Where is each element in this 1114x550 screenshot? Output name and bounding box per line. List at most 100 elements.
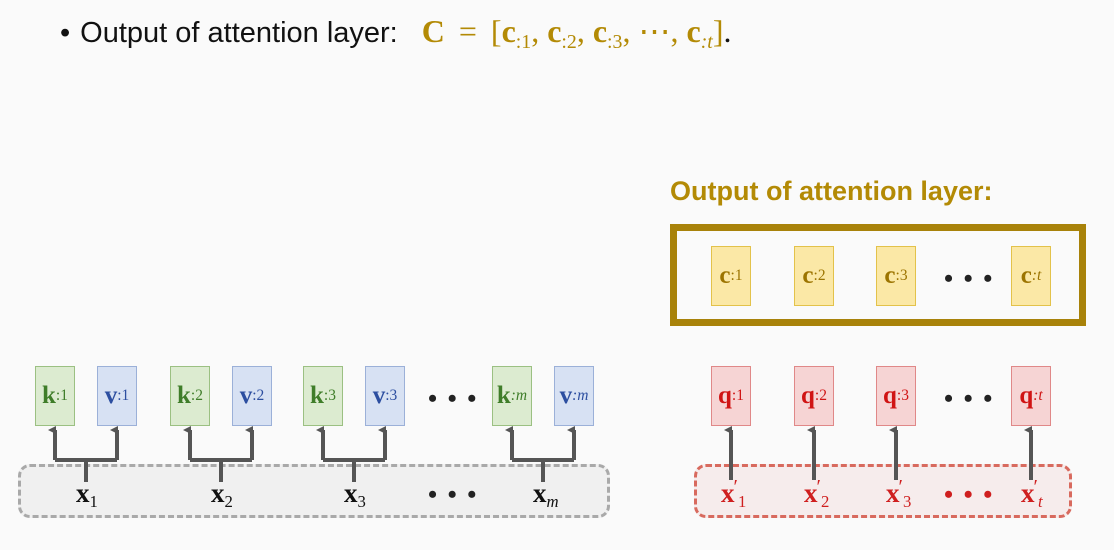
equation-open-bracket: [ (490, 13, 502, 49)
bullet-dot: • (60, 17, 71, 49)
q-symbol: q (718, 382, 732, 409)
eq-c3-sub: :3 (607, 30, 623, 53)
equation-equals: = (458, 13, 477, 49)
k-subscript: :m (510, 387, 528, 404)
k-subscript: :3 (323, 387, 336, 404)
x-symbol: x (76, 478, 90, 508)
k-symbol: k (310, 382, 324, 409)
fork-arrow-x1 (55, 458, 117, 482)
equation-close-bracket: ] (712, 13, 724, 49)
output-equation: C = [c:1, c:2, c:3, ⋯, c:t]. (421, 13, 732, 53)
x-prime-subscript: 2 (820, 492, 830, 512)
c-box-2: c:2 (794, 246, 834, 306)
q-subscript: :2 (814, 387, 827, 404)
c-symbol: c (802, 262, 814, 289)
q-box-t: q:t (1011, 366, 1051, 426)
x-symbol: x (344, 478, 358, 508)
c-box-3: c:3 (876, 246, 916, 306)
k-box-3: k:3 (303, 366, 343, 426)
c-box-1: c:1 (711, 246, 751, 306)
k-box-1: k:1 (35, 366, 75, 426)
k-subscript: :2 (190, 387, 203, 404)
q-symbol: q (801, 382, 815, 409)
kv-ellipsis: • • • (428, 384, 479, 413)
x-prime-subscript: t (1037, 492, 1043, 512)
x-prime-label-t: x′t (1021, 476, 1043, 512)
v-subscript: :2 (252, 387, 265, 404)
v-subscript: :m (572, 387, 589, 404)
fork-arrow-x2 (190, 458, 252, 482)
x-symbol: x (211, 478, 225, 508)
x-subscript: 3 (357, 492, 366, 512)
eq-c3: c (592, 13, 608, 49)
v-box-1: v:1 (97, 366, 137, 426)
c-subscript: :2 (813, 267, 826, 284)
x-prime-symbol: x (721, 478, 735, 509)
q-box-2: q:2 (794, 366, 834, 426)
k-symbol: k (42, 382, 56, 409)
q-box-1: q:1 (711, 366, 751, 426)
x-prime-subscript: 1 (737, 492, 747, 512)
c-symbol: c (884, 262, 896, 289)
v-box-3: v:3 (365, 366, 405, 426)
equation-lhs: C (421, 13, 445, 49)
prime-mark: ′ (1033, 476, 1038, 498)
v-symbol: v (372, 382, 386, 409)
v-symbol: v (104, 382, 118, 409)
q-ellipsis: • • • (944, 384, 995, 413)
c-subscript: :t (1031, 267, 1042, 284)
c-subscript: :3 (895, 267, 908, 284)
x-label-2: x2 (211, 478, 233, 512)
x-subscript: 1 (89, 492, 98, 512)
k-box-2: k:2 (170, 366, 210, 426)
equation-period: . (723, 13, 732, 49)
v-symbol: v (239, 382, 253, 409)
x-label-1: x1 (76, 478, 98, 512)
output-heading: Output of attention layer: (670, 176, 993, 206)
eq-c2-sub: :2 (561, 30, 577, 53)
v-symbol: v (559, 382, 573, 409)
q-subscript: :3 (896, 387, 909, 404)
x-label-m: xm (533, 478, 559, 512)
prime-mark: ′ (898, 476, 903, 498)
eq-c1-sub: :1 (515, 30, 532, 53)
x-prime-ellipsis: • • • (944, 480, 995, 509)
x-prime-subscript: 3 (902, 492, 912, 512)
fork-arrow-x3 (323, 458, 385, 482)
x-symbol: x (533, 478, 547, 508)
fork-arrow-xm (512, 458, 574, 482)
output-frame (670, 224, 1086, 326)
x-prime-label-3: x′3 (886, 476, 911, 512)
c-symbol: c (1020, 262, 1032, 289)
x-ellipsis: • • • (428, 480, 479, 509)
x-subscript: m (546, 492, 559, 512)
v-subscript: :3 (385, 387, 398, 404)
bullet-line: • Output of attention layer: C = [c:1, c… (60, 12, 731, 64)
x-prime-label-1: x′1 (721, 476, 746, 512)
eq-ct-sub: :t (700, 30, 713, 53)
v-subscript: :1 (117, 387, 130, 404)
q-subscript: :1 (731, 387, 744, 404)
q-box-3: q:3 (876, 366, 916, 426)
q-subscript: :t (1033, 387, 1043, 404)
key-value-input-panel (18, 464, 610, 518)
eq-c1: c (501, 13, 516, 49)
k-symbol: k (177, 382, 191, 409)
eq-c2: c (547, 13, 562, 49)
v-box-2: v:2 (232, 366, 272, 426)
x-label-3: x3 (344, 478, 366, 512)
k-box-m: k:m (492, 366, 532, 426)
c-subscript: :1 (730, 267, 743, 284)
equation-ellipsis: ⋯ (638, 13, 671, 49)
c-box-t: c:t (1011, 246, 1051, 306)
query-input-panel (694, 464, 1072, 518)
q-symbol: q (1019, 382, 1034, 409)
c-ellipsis: • • • (944, 264, 995, 293)
x-prime-symbol: x (1021, 478, 1035, 509)
x-prime-symbol: x (804, 478, 818, 509)
prime-mark: ′ (816, 476, 821, 498)
x-prime-label-2: x′2 (804, 476, 829, 512)
prime-mark: ′ (733, 476, 738, 498)
bullet-text: Output of attention layer: (80, 17, 398, 49)
